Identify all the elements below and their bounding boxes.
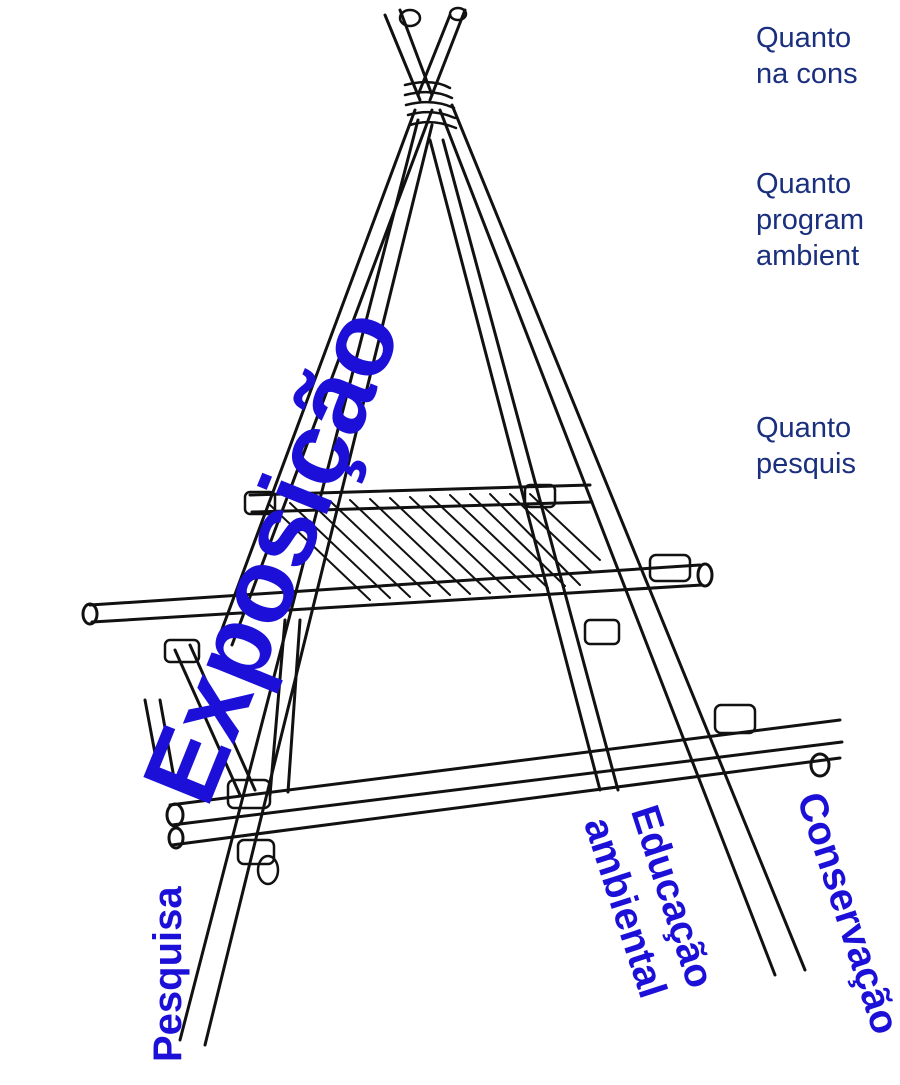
- lower-middle-leg: [268, 618, 302, 797]
- pesquisa-label: Pesquisa: [146, 886, 190, 1062]
- side-text-line: Quanto: [756, 22, 852, 54]
- upper-shelf-sticks: [269, 493, 601, 601]
- upper-shelf-frame: [81, 483, 714, 626]
- side-text-line: program: [756, 204, 864, 236]
- side-text-line: pesquis: [756, 448, 856, 480]
- side-text-line: Quanto: [756, 412, 852, 444]
- left-stub: [143, 698, 176, 782]
- side-text-block-2: Quanto program ambient: [756, 166, 900, 274]
- conservacao-pole: [438, 103, 807, 977]
- educacao-pole: [428, 138, 620, 792]
- lower-left-brace: [173, 643, 257, 797]
- top-tips: [383, 6, 468, 102]
- side-text-line: na cons: [756, 58, 858, 90]
- side-text-block-1: Quanto na cons: [756, 20, 900, 92]
- side-text-line: ambient: [756, 240, 860, 272]
- joint-lashings: [163, 483, 757, 886]
- top-lashing: [403, 80, 458, 130]
- pesquisa-pole: [178, 118, 434, 1047]
- side-text-block-3: Quanto pesquis: [756, 410, 900, 482]
- side-text-line: Quanto: [756, 168, 852, 200]
